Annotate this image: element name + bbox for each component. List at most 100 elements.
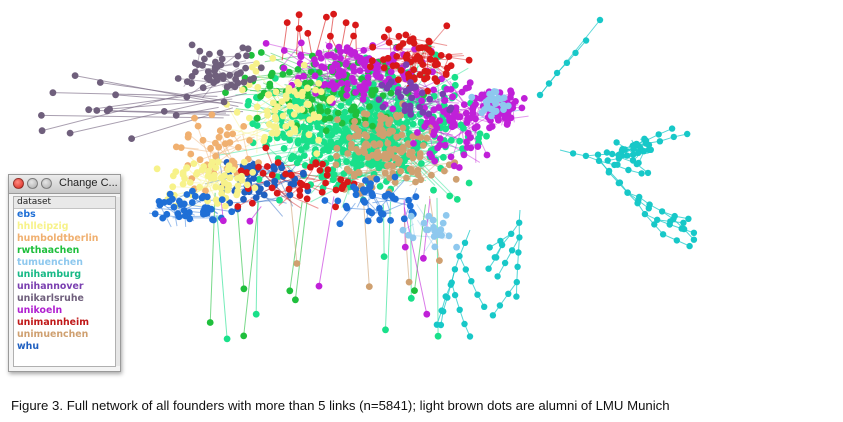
network-node — [391, 178, 399, 186]
network-node — [272, 88, 280, 96]
network-node — [369, 43, 377, 51]
network-node — [467, 144, 475, 152]
network-node — [343, 92, 350, 99]
network-node — [458, 88, 466, 96]
network-node — [242, 64, 250, 72]
network-node — [666, 221, 673, 228]
zoom-window-button[interactable] — [41, 178, 52, 189]
network-node — [625, 166, 632, 174]
network-node — [465, 179, 473, 187]
network-node — [455, 113, 463, 121]
window-titlebar[interactable]: Change C... — [9, 175, 120, 194]
network-node — [375, 96, 383, 103]
network-node — [501, 114, 509, 122]
network-node — [263, 180, 271, 188]
network-node — [306, 124, 314, 132]
network-node — [416, 150, 424, 157]
network-node — [311, 72, 319, 80]
network-node — [447, 153, 455, 161]
network-node — [262, 40, 270, 47]
network-node — [572, 49, 579, 57]
network-node — [286, 68, 293, 76]
network-node — [501, 259, 509, 267]
network-node — [380, 33, 388, 41]
network-node — [385, 120, 392, 128]
network-node — [251, 184, 259, 192]
network-node — [409, 234, 417, 242]
close-window-button[interactable] — [13, 178, 24, 189]
dataset-item-whu[interactable]: whu — [17, 341, 40, 352]
network-node — [252, 310, 260, 318]
network-node — [417, 176, 425, 184]
dataset-column-header[interactable]: dataset — [14, 197, 115, 209]
network-node — [226, 139, 234, 146]
dataset-item-rwthaachen[interactable]: rwthaachen — [17, 245, 80, 256]
network-node — [355, 161, 363, 169]
network-node — [498, 241, 506, 249]
dataset-item-unikoeln[interactable]: unikoeln — [17, 305, 63, 316]
network-node — [483, 151, 491, 159]
network-node — [285, 84, 293, 92]
dataset-item-unimuenchen[interactable]: unimuenchen — [17, 329, 89, 340]
network-node — [365, 79, 372, 87]
network-node — [233, 71, 241, 78]
network-node — [269, 54, 277, 62]
network-node — [364, 73, 372, 81]
network-node — [412, 178, 419, 186]
network-node — [267, 72, 275, 80]
network-node — [188, 73, 196, 80]
network-node — [423, 310, 431, 318]
network-node — [613, 139, 620, 146]
dataset-item-tumuenchen[interactable]: tumuenchen — [17, 257, 83, 268]
network-node — [366, 183, 374, 191]
network-node — [406, 202, 414, 210]
network-node — [395, 32, 403, 40]
dataset-item-unihannover[interactable]: unihannover — [17, 281, 84, 292]
network-node — [279, 70, 287, 78]
minimize-window-button[interactable] — [27, 178, 38, 189]
network-node — [240, 123, 248, 130]
dataset-item-unikarlsruhe[interactable]: unikarlsruhe — [17, 293, 84, 304]
network-node — [407, 111, 415, 118]
network-node — [394, 89, 402, 96]
network-node — [332, 203, 339, 211]
network-node — [409, 154, 417, 162]
network-node — [274, 159, 282, 166]
network-edge — [283, 42, 302, 66]
network-node — [279, 112, 287, 120]
network-node — [417, 57, 424, 65]
network-node — [466, 79, 474, 87]
network-edge — [226, 104, 246, 136]
network-node — [226, 174, 234, 182]
network-node — [343, 80, 351, 87]
dataset-item-unimannheim[interactable]: unimannheim — [17, 317, 90, 328]
network-node — [645, 146, 653, 154]
network-node — [234, 182, 242, 190]
network-node — [307, 79, 314, 87]
dataset-item-unihamburg[interactable]: unihamburg — [17, 269, 82, 280]
network-node — [350, 32, 357, 40]
network-node — [408, 94, 416, 102]
network-node — [633, 140, 640, 148]
dataset-item-hhlleipzig[interactable]: hhlleipzig — [17, 221, 69, 232]
legend-scrollbar[interactable] — [116, 197, 120, 366]
dataset-item-humboldtberlin[interactable]: humboldtberlin — [17, 233, 99, 244]
network-node — [246, 137, 254, 144]
network-node — [518, 104, 526, 112]
network-node — [393, 133, 401, 141]
network-node — [71, 72, 79, 79]
network-node — [634, 200, 641, 207]
network-node — [369, 122, 376, 130]
network-node — [200, 210, 207, 218]
network-node — [406, 102, 414, 110]
network-node — [605, 169, 612, 176]
network-node — [396, 43, 403, 51]
network-node — [330, 127, 338, 135]
dataset-item-ebs[interactable]: ebs — [17, 209, 36, 220]
network-node — [604, 157, 611, 164]
network-node — [240, 195, 247, 203]
network-node — [331, 53, 339, 61]
